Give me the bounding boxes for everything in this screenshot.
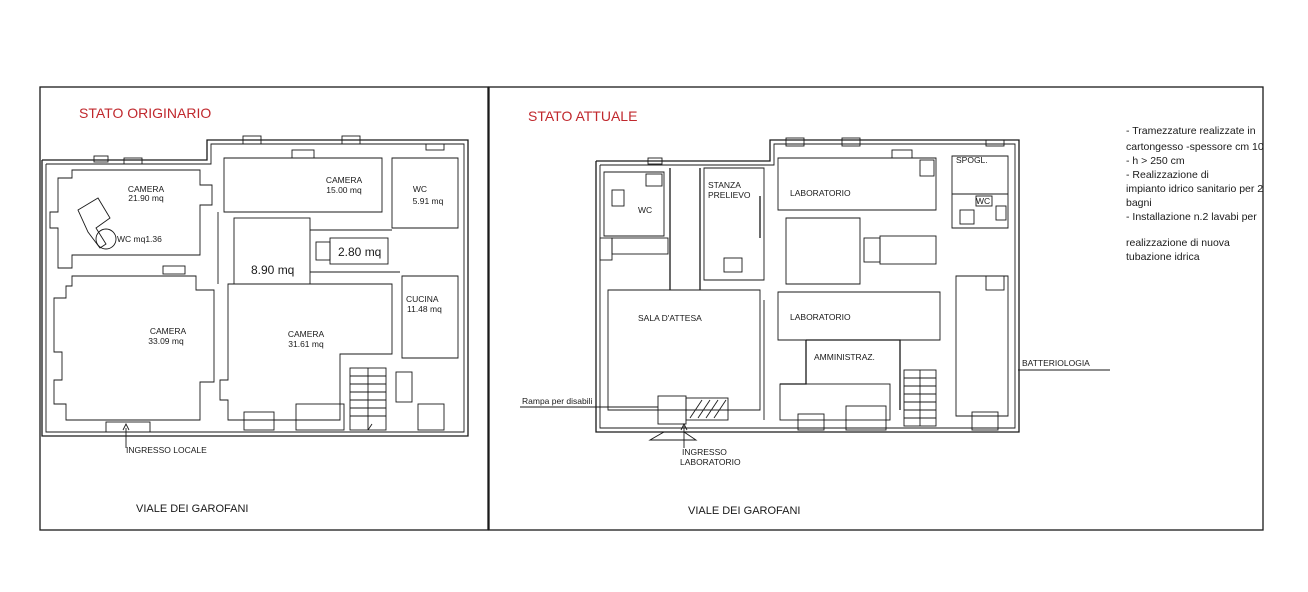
label-wc-small: WC mq1.36 [117, 234, 162, 244]
note-line-6: bagni [1126, 197, 1152, 209]
frame-current [488, 86, 1264, 531]
label-camera-n-area: 15.00 mq [326, 185, 362, 195]
label-camera-n: CAMERA [326, 175, 363, 185]
street-original: VIALE DEI GAROFANI [136, 503, 248, 515]
note-line-7: - Installazione n.2 lavabi per [1126, 211, 1257, 223]
note-line-3: - h > 250 cm [1126, 155, 1185, 167]
note-line-5: impianto idrico sanitario per 2 [1126, 183, 1263, 195]
label-spogl: SPOGL. [956, 155, 988, 165]
title-original: STATO ORIGINARIO [79, 105, 211, 121]
label-camera-s: CAMERA [288, 329, 325, 339]
label-camera-nw: CAMERA [128, 184, 165, 194]
label-amministraz: AMMINISTRAZ. [814, 352, 875, 362]
plan-current: STATO ATTUALE [520, 108, 1110, 517]
label-entrance-2: LABORATORIO [680, 457, 741, 467]
frame-original [39, 86, 489, 531]
label-wc: WC [413, 184, 427, 194]
label-room-280: 2.80 mq [338, 245, 381, 259]
label-laboratorio-2: LABORATORIO [790, 312, 851, 322]
label-camera-s-area: 31.61 mq [288, 339, 324, 349]
label-camera-sw: CAMERA [150, 326, 187, 336]
label-batteriologia: BATTERIOLOGIA [1022, 358, 1090, 368]
label-laboratorio-1: LABORATORIO [790, 188, 851, 198]
label-cucina: CUCINA [406, 294, 439, 304]
label-entrance-1: INGRESSO [682, 447, 727, 457]
note-line-4: - Realizzazione di [1126, 169, 1209, 181]
label-wc-current: WC [638, 205, 652, 215]
ramp-icon [648, 395, 729, 448]
title-current: STATO ATTUALE [528, 108, 637, 124]
note-line-9: realizzazione di nuova [1126, 237, 1230, 249]
label-prelievo: PRELIEVO [708, 190, 751, 200]
note-line-2: cartongesso -spessore cm 10 [1126, 141, 1264, 153]
note-line-1: - Tramezzature realizzate in [1126, 125, 1256, 137]
label-room-890: 8.90 mq [251, 263, 294, 277]
label-ramp: Rampa per disabili [522, 396, 593, 406]
label-cucina-area: 11.48 mq [407, 304, 442, 314]
note-line-10: tubazione idrica [1126, 251, 1200, 263]
stairs-current [903, 369, 937, 427]
plan-original: STATO ORIGINARIO [41, 105, 469, 515]
label-sala: SALA D'ATTESA [638, 313, 702, 323]
wc-fixture-icon [77, 197, 117, 250]
street-current: VIALE DEI GAROFANI [688, 505, 800, 517]
label-wc-area: 5.91 mq [413, 196, 444, 206]
label-wc-small-current: WC [976, 196, 990, 206]
label-stanza: STANZA [708, 180, 741, 190]
notes-block: - Tramezzature realizzate in cartongesso… [1126, 125, 1264, 263]
stairs-original [349, 367, 387, 431]
label-entrance-original: INGRESSO LOCALE [126, 445, 207, 455]
label-camera-nw-area: 21.90 mq [128, 193, 164, 203]
label-camera-sw-area: 33.09 mq [148, 336, 184, 346]
